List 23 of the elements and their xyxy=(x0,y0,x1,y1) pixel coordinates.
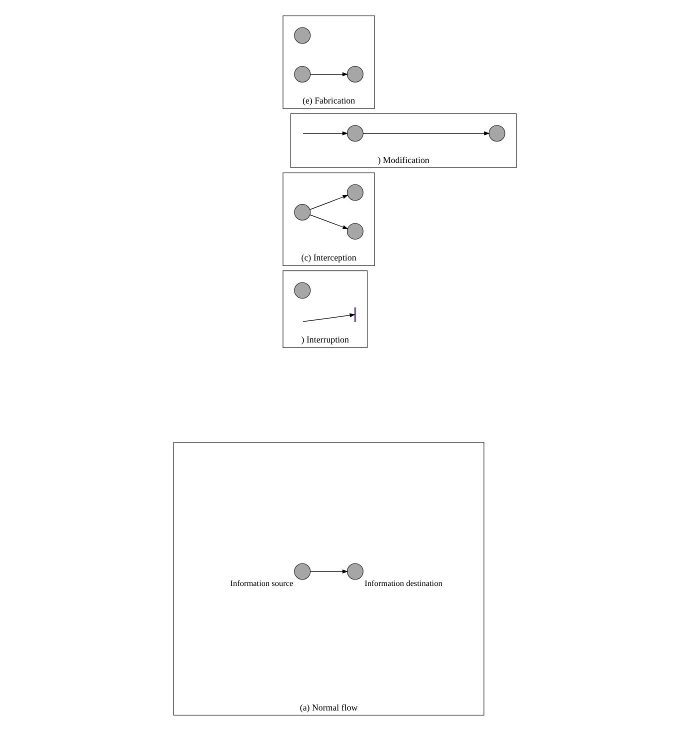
node-bar xyxy=(354,307,356,322)
node-circle xyxy=(346,184,364,201)
node-circle xyxy=(294,282,311,299)
node-circle xyxy=(346,125,364,142)
node-circle xyxy=(294,66,311,83)
arrow xyxy=(310,214,348,230)
arrow xyxy=(310,570,348,574)
arrow xyxy=(362,131,490,136)
cluster: (e) Fabrication xyxy=(282,15,375,109)
node-circle xyxy=(294,204,311,221)
node-circle xyxy=(294,563,311,580)
cluster: (c) Interception xyxy=(282,172,375,266)
node-circle xyxy=(294,27,311,44)
cluster: ) Interruption xyxy=(282,270,368,348)
cluster: ) Modification xyxy=(290,113,517,168)
node-circle xyxy=(346,223,364,240)
node-circle xyxy=(346,66,364,83)
node-circle xyxy=(488,125,506,142)
arrow xyxy=(302,313,356,322)
arrow xyxy=(302,131,348,136)
arrow xyxy=(310,194,348,210)
node-circle xyxy=(346,563,364,580)
arrow xyxy=(310,72,348,76)
